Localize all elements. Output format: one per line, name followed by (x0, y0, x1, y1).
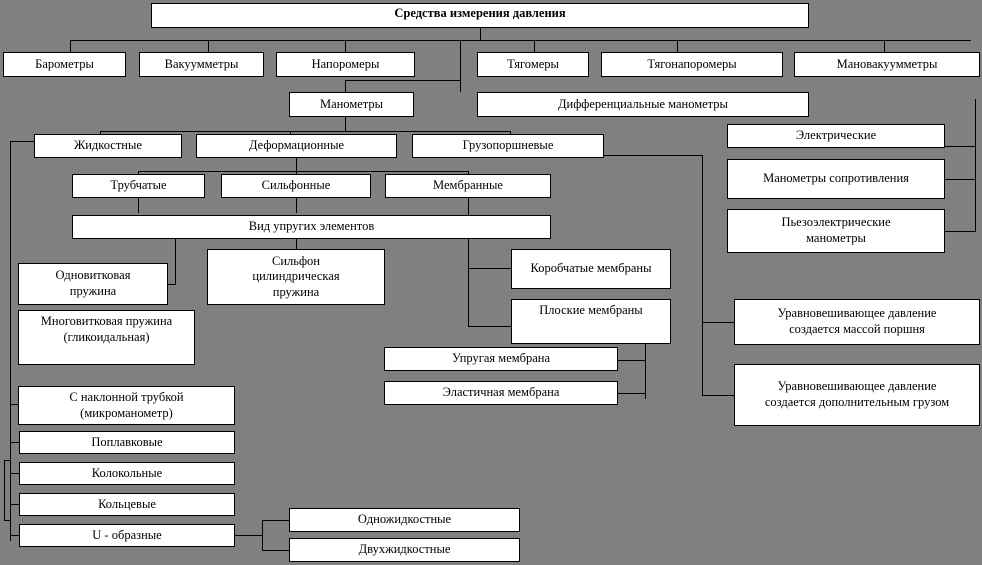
connector (175, 239, 176, 284)
connector (10, 442, 20, 443)
connector (618, 360, 646, 361)
connector (468, 268, 511, 269)
connector (645, 344, 646, 399)
node-mnogovitkovaya-pruzhina[interactable]: Многовитковая пружина (гликоидальная) (18, 310, 195, 365)
connector (468, 326, 511, 327)
connector (345, 80, 346, 93)
connector (296, 171, 297, 176)
node-korobchatye-membrany[interactable]: Коробчатые мембраны (511, 249, 671, 289)
node-s-naklonnoy-trubkoy[interactable]: С наклонной трубкой (микроманометр) (18, 386, 235, 425)
connector (975, 99, 976, 231)
node-zhidkostnye[interactable]: Жидкостные (34, 134, 182, 158)
connector (138, 198, 139, 213)
connector (534, 40, 535, 53)
connector (10, 535, 20, 536)
node-uravnoveshivayushchee-massoy-porshnya[interactable]: Уравновешивающее давление создается масс… (734, 299, 980, 345)
connector (702, 322, 734, 323)
connector (138, 171, 468, 172)
connector (677, 40, 678, 53)
node-naporomery[interactable]: Напоромеры (276, 52, 415, 77)
connector (100, 131, 510, 132)
node-differencialnye-manometry[interactable]: Дифференциальные манометры (477, 92, 809, 117)
connector (10, 504, 20, 505)
node-elektricheskie[interactable]: Электрические (727, 124, 945, 148)
node-dvuhzhidkostnye[interactable]: Двухжидкостные (289, 538, 520, 562)
node-silfon-cilindricheskaya-pruzhina[interactable]: Сильфон цилиндрическая пружина (207, 249, 385, 305)
node-trubchatye[interactable]: Трубчатые (72, 174, 205, 198)
connector (208, 40, 209, 53)
node-tyagomery[interactable]: Тягомеры (477, 52, 589, 77)
node-tyagonaporomery[interactable]: Тягонапоромеры (601, 52, 783, 77)
node-membrannye[interactable]: Мембранные (385, 174, 551, 198)
node-odnovitkovaya-pruzhina[interactable]: Одновитковая пружина (18, 263, 168, 305)
connector (618, 393, 646, 394)
node-kolokolnye[interactable]: Колокольные (19, 462, 235, 485)
connector (510, 131, 511, 136)
connector (604, 155, 702, 156)
connector (262, 520, 263, 550)
connector (167, 284, 176, 285)
node-root[interactable]: Средства измерения давления (151, 3, 809, 28)
node-piezoelektricheskie-manometry[interactable]: Пьезоэлектрические манометры (727, 209, 945, 253)
connector (702, 155, 703, 395)
node-silfonnye[interactable]: Сильфонные (221, 174, 371, 198)
connector (468, 171, 469, 176)
node-odnozhidkostnye[interactable]: Одножидкостные (289, 508, 520, 532)
connector (4, 520, 11, 521)
node-deformacionnye[interactable]: Деформационные (196, 134, 397, 158)
node-vid-uprugih-elementov[interactable]: Вид упругих элементов (72, 215, 551, 239)
connector (262, 550, 290, 551)
node-manometry-soprotivleniya[interactable]: Манометры сопротивления (727, 159, 945, 199)
connector (345, 117, 346, 131)
connector (10, 473, 20, 474)
connector (345, 40, 346, 53)
connector (945, 146, 976, 147)
connector (234, 535, 262, 536)
connector (290, 131, 291, 136)
connector (296, 239, 297, 251)
connector (10, 141, 11, 541)
connector (945, 179, 976, 180)
node-poplavkovye[interactable]: Поплавковые (19, 431, 235, 454)
connector (10, 404, 20, 405)
connector (138, 171, 139, 176)
node-ploskie-membrany[interactable]: Плоские мембраны (511, 299, 671, 344)
node-kolcevye[interactable]: Кольцевые (19, 493, 235, 516)
connector (884, 40, 885, 53)
node-uravnoveshivayushchee-dopolnitelnym-gruzom[interactable]: Уравновешивающее давление создается допо… (734, 364, 980, 426)
connector (262, 520, 290, 521)
connector (10, 141, 35, 142)
connector (70, 40, 971, 41)
connector (345, 80, 461, 81)
node-manometry[interactable]: Манометры (289, 92, 414, 117)
node-manovakuummetry[interactable]: Мановакуумметры (794, 52, 980, 77)
node-gruzoporshnevye[interactable]: Грузопоршневые (412, 134, 604, 158)
node-elastichnaya-membrana[interactable]: Эластичная мембрана (384, 381, 618, 405)
connector (70, 40, 71, 53)
connector (480, 27, 481, 41)
connector (100, 131, 101, 136)
node-uprugaya-membrana[interactable]: Упругая мембрана (384, 347, 618, 371)
connector (4, 460, 11, 461)
node-vakuummetry[interactable]: Вакуумметры (139, 52, 264, 77)
connector (702, 395, 734, 396)
node-barometry[interactable]: Барометры (3, 52, 126, 77)
connector (460, 40, 461, 92)
connector (945, 231, 976, 232)
connector (296, 198, 297, 213)
connector (4, 460, 5, 520)
connector (468, 198, 469, 326)
connector (296, 158, 297, 171)
node-u-obraznye[interactable]: U - образные (19, 524, 235, 547)
